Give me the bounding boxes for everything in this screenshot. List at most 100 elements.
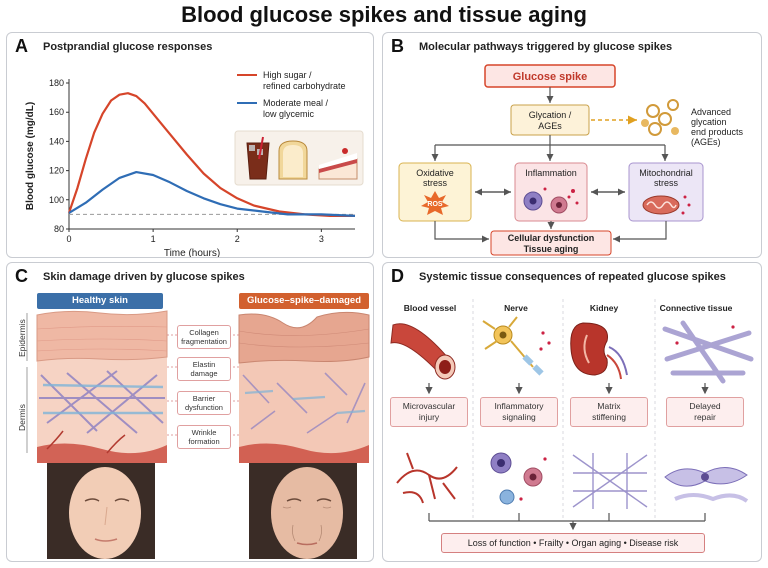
healthy-skin-header: Healthy skin [37, 293, 163, 309]
panel-letter: A [15, 36, 28, 56]
cellular-label-2: Tissue aging [524, 244, 579, 254]
outcome-text-2: injury [418, 412, 440, 422]
ages-label-1: Advanced [691, 107, 731, 117]
panel-c: C Skin damage driven by glucose spikes H… [6, 262, 374, 562]
panel-letter: C [15, 266, 28, 286]
y-tick-label: 180 [49, 78, 64, 88]
mito-label-2: stress [654, 178, 679, 188]
immune-cells-icon [523, 187, 579, 214]
y-axis-label: Blood glucose (mg/dL) [25, 102, 36, 210]
ros-burst-icon [421, 191, 449, 215]
outcome-text-1: Delayed [689, 401, 721, 411]
age-molecule-icon [641, 99, 679, 136]
wrinkle-label: Wrinkle formation [177, 425, 231, 449]
mitochondrion-icon [642, 195, 691, 215]
damaged-face-portrait [249, 463, 357, 559]
legend-moderate-line2: low glycemic [263, 109, 315, 119]
collagen-label-1: Collagen [189, 328, 219, 337]
outcome-text-2: repair [694, 412, 716, 422]
panel-title: Systemic tissue consequences of repeated… [419, 271, 726, 283]
legend-high-line2: refined carbohydrate [263, 81, 346, 91]
x-tick-label: 2 [235, 234, 240, 244]
barrier-label: Barrier dysfunction [177, 391, 231, 415]
soda-glass-icon [246, 136, 270, 180]
bread-icon [278, 140, 308, 180]
skin-illustration [26, 310, 370, 559]
final-outcome-box: Loss of function • Frailty • Organ aging… [441, 533, 705, 553]
y-tick-label: 140 [49, 136, 64, 146]
ages-label-4: (AGEs) [691, 137, 721, 147]
panel-title: Postprandial glucose responses [43, 41, 213, 53]
healthy-face-portrait [47, 463, 155, 559]
panel-title: Molecular pathways triggered by glucose … [419, 41, 673, 53]
figure-title: Blood glucose spikes and tissue aging [181, 2, 587, 27]
elastin-label: Elastin damage [177, 357, 231, 381]
ros-label: ROS [427, 201, 443, 208]
barrier-label-2: dysfunction [185, 403, 223, 412]
oxidative-label-1: Oxidative [416, 168, 454, 178]
kidney-icon [570, 322, 628, 380]
dermis-label: Dermis [17, 404, 27, 431]
outcome-text-1: Matrix [597, 401, 621, 411]
arrow-mito-cellular [613, 221, 667, 243]
panel-b: B Molecular pathways triggered by glucos… [382, 32, 762, 258]
y-tick-label: 160 [49, 107, 64, 117]
y-tick-label: 100 [49, 195, 64, 205]
wrinkle-label-1: Wrinkle [191, 428, 217, 437]
outcome-microvascular: Microvascular injury [390, 397, 468, 427]
damaged-skin-header: Glucose–spike–damaged skin [239, 293, 369, 322]
wrinkle-label-2: formation [188, 437, 220, 446]
nerve-cell-icon [482, 316, 551, 376]
legend-high-line1: High sugar / [263, 70, 312, 80]
food-illustration [234, 130, 364, 186]
healthy-skin-cross-section [36, 310, 168, 463]
panel-title: Skin damage driven by glucose spikes [43, 271, 245, 283]
outcome-text-2: stiffening [592, 412, 626, 422]
outcome-inflammatory: Inflammatory signaling [480, 397, 558, 427]
mito-label-1: Mitochondrial [639, 168, 693, 178]
fibroblast-cells-icon [664, 467, 749, 503]
outcome-repair: Delayed repair [666, 397, 744, 427]
tissue-illustrations [390, 299, 754, 531]
y-tick-label: 120 [49, 166, 64, 176]
column-head-kidney: Kidney [589, 303, 619, 313]
immune-cells-icon [490, 452, 547, 505]
series-line-moderate [68, 171, 356, 217]
stiff-matrix-icon [572, 453, 648, 509]
cellular-dysfunction-box [490, 230, 612, 256]
elastin-label-2: damage [190, 369, 218, 378]
blood-vessel-icon [390, 323, 456, 380]
x-tick-label: 0 [66, 234, 71, 244]
epidermis-label: Epidermis [17, 319, 27, 357]
cake-icon [318, 148, 358, 180]
panel-d: D Systemic tissue consequences of repeat… [382, 262, 762, 562]
connective-tissue-icon [662, 320, 754, 384]
outcome-matrix: Matrix stiffening [570, 397, 648, 427]
outcome-text-1: Microvascular [402, 401, 456, 411]
pathway-diagram: Glucose spike Glycation / AGEs Advanced … [398, 64, 744, 256]
collagen-label: Collagen fragmentation [177, 325, 231, 349]
column-head-blood-vessel: Blood vessel [403, 303, 457, 313]
panel-letter: D [391, 266, 404, 286]
damaged-skin-cross-section [238, 311, 370, 463]
glycation-label-2: AGEs [538, 121, 562, 131]
series-line-high-sugar [67, 92, 355, 217]
y-tick-label: 80 [54, 224, 64, 234]
elastin-label-1: Elastin [192, 360, 216, 369]
x-axis-label: Time (hours) [164, 248, 220, 258]
panel-letter: B [391, 36, 404, 56]
column-head-nerve: Nerve [504, 303, 528, 313]
outcome-text-2: signaling [502, 412, 536, 422]
cellular-label-1: Cellular dysfunction [508, 233, 595, 243]
glucose-spike-label: Glucose spike [513, 71, 588, 83]
oxidative-label-2: stress [423, 178, 448, 188]
glycation-label-1: Glycation / [529, 110, 572, 120]
arrow-ox-cellular [434, 221, 489, 243]
column-head-connective: Connective tissue [659, 303, 733, 313]
x-tick-label: 1 [151, 234, 156, 244]
inflammation-label: Inflammation [525, 168, 577, 178]
ages-label-3: end products [691, 127, 744, 137]
barrier-label-1: Barrier [192, 394, 216, 403]
